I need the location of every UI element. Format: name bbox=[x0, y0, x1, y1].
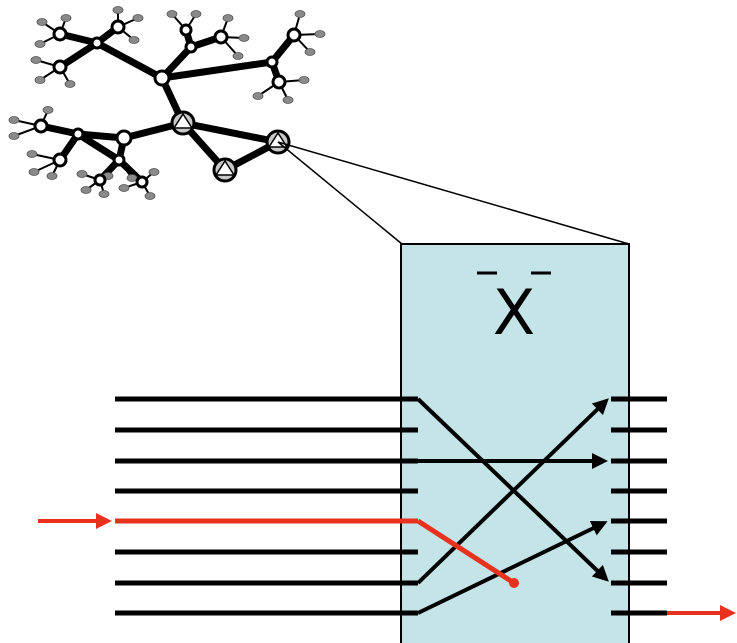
computer-icon bbox=[298, 76, 310, 84]
circle-node-icon bbox=[271, 74, 287, 90]
nodes bbox=[33, 19, 302, 189]
routers bbox=[170, 110, 291, 183]
computer-icon bbox=[36, 18, 48, 26]
switch-box bbox=[400, 243, 630, 643]
computer-icon bbox=[64, 80, 76, 88]
computer-icon bbox=[60, 14, 72, 22]
computer-icon bbox=[132, 14, 144, 22]
circle-node-icon bbox=[33, 118, 49, 134]
highlighted-crossing bbox=[416, 518, 516, 586]
computer-icon bbox=[148, 168, 160, 176]
crossbar-connections bbox=[416, 397, 609, 615]
circle-node-icon bbox=[265, 55, 279, 69]
triangle-router-icon bbox=[170, 110, 196, 136]
circle-node-icon bbox=[286, 27, 302, 43]
computer-icon bbox=[98, 190, 110, 198]
circle-node-icon bbox=[213, 29, 229, 45]
circle-node-icon bbox=[71, 127, 85, 141]
circle-node-icon bbox=[110, 19, 126, 35]
circle-node-icon bbox=[52, 152, 68, 168]
circle-node-icon bbox=[93, 173, 107, 187]
highlighted-path bbox=[38, 513, 736, 621]
computer-icon bbox=[8, 116, 20, 124]
computer-icon bbox=[112, 6, 124, 14]
circle-node-icon bbox=[179, 23, 193, 37]
circle-node-icon bbox=[115, 129, 133, 147]
computer-icon bbox=[238, 34, 250, 42]
computer-icon bbox=[80, 186, 92, 194]
network-topology bbox=[8, 6, 326, 200]
computer-icon bbox=[232, 52, 244, 60]
circle-node-icon bbox=[135, 175, 149, 189]
computer-icon bbox=[128, 36, 140, 44]
computer-icon bbox=[8, 132, 20, 140]
computer-icon bbox=[252, 92, 264, 100]
computer-icon bbox=[126, 174, 138, 182]
computer-icon bbox=[118, 184, 130, 192]
computer-icon bbox=[282, 96, 294, 104]
computer-icon bbox=[304, 48, 316, 56]
computer-icon bbox=[42, 106, 54, 114]
input-lines bbox=[115, 396, 418, 616]
connection-7-to-1 bbox=[416, 398, 609, 585]
circle-node-icon bbox=[90, 36, 104, 50]
computer-icon bbox=[166, 10, 178, 18]
computer-icon bbox=[30, 56, 42, 64]
triangle-router-icon bbox=[212, 157, 238, 183]
computer-icon bbox=[144, 192, 156, 200]
computer-icon bbox=[26, 150, 38, 158]
output-lines bbox=[611, 396, 667, 616]
switch-label: X bbox=[493, 276, 535, 349]
computer-icon bbox=[294, 10, 306, 18]
computer-icon bbox=[190, 10, 202, 18]
circle-node-icon bbox=[112, 153, 126, 167]
circle-node-icon bbox=[52, 59, 68, 75]
computer-icon bbox=[76, 170, 88, 178]
hosts bbox=[8, 6, 326, 200]
circle-node-icon bbox=[52, 26, 68, 42]
zoom-lines bbox=[277, 141, 630, 245]
blocked-endpoint-dot bbox=[509, 578, 519, 588]
computer-icon bbox=[28, 168, 40, 176]
computer-icon bbox=[314, 30, 326, 38]
circle-node-icon bbox=[153, 69, 171, 87]
connection-1-to-7 bbox=[416, 397, 609, 582]
computer-icon bbox=[46, 172, 58, 180]
backbone-links bbox=[37, 23, 298, 186]
circle-node-icon bbox=[184, 40, 198, 54]
connection-8-to-5 bbox=[417, 521, 608, 615]
computer-icon bbox=[222, 14, 234, 22]
computer-icon bbox=[34, 40, 46, 48]
computer-icon bbox=[34, 76, 46, 84]
